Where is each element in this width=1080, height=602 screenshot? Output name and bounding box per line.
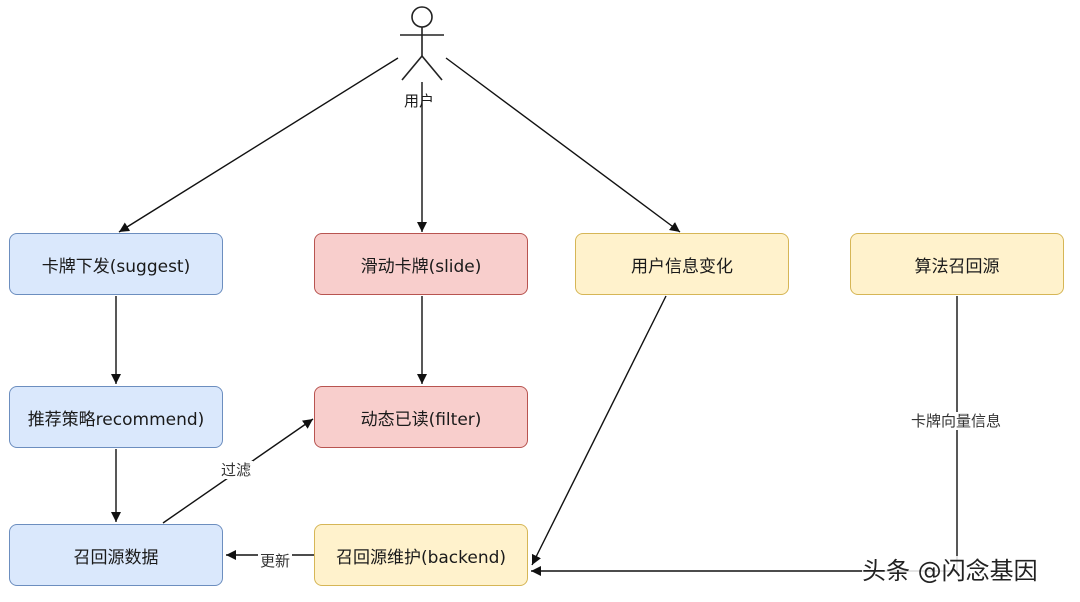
node-backend: 召回源维护(backend) [314, 524, 528, 586]
watermark: 头条 @闪念基因 [862, 556, 1038, 586]
user-actor-label: 用户 [404, 92, 435, 110]
edge-userinfo-to-backend [531, 295, 667, 566]
node-user-info: 用户信息变化 [575, 233, 789, 295]
edge-algosource-to-backend [531, 296, 958, 576]
edge-user-to-suggest [118, 57, 399, 233]
user-actor-icon [400, 6, 444, 81]
node-recommend: 推荐策略recommend) [9, 386, 223, 448]
node-algo-source: 算法召回源 [850, 233, 1064, 295]
edge-label-filter: 过滤 [219, 461, 254, 479]
node-filter: 动态已读(filter) [314, 386, 528, 448]
node-slide: 滑动卡牌(slide) [314, 233, 528, 295]
node-recall-data: 召回源数据 [9, 524, 223, 586]
edge-user-to-userinfo [445, 57, 681, 233]
edge-label-vector: 卡牌向量信息 [909, 412, 1004, 430]
node-suggest: 卡牌下发(suggest) [9, 233, 223, 295]
edge-label-update: 更新 [258, 552, 293, 570]
